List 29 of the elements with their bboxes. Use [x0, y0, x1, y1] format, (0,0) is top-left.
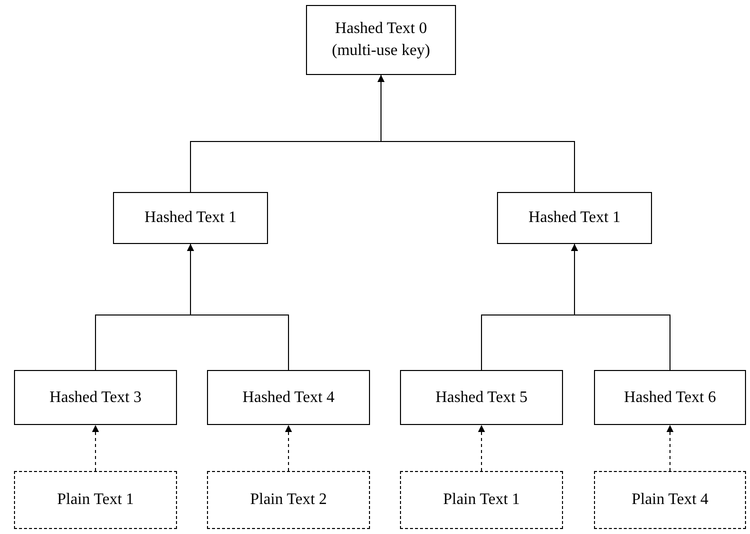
arrow — [571, 244, 670, 370]
node-label: Plain Text 2 — [250, 490, 327, 510]
arrow — [285, 424, 292, 472]
node-label: Hashed Text 3 — [50, 388, 142, 408]
node-label: Plain Text 1 — [443, 490, 520, 510]
hashed-text-box — [497, 192, 652, 244]
node-label: Hashed Text 1 — [144, 208, 236, 228]
arrow — [478, 424, 485, 472]
arrow — [378, 74, 575, 192]
node-label: Plain Text 1 — [57, 490, 134, 510]
node-label: Hashed Text 0 (multi-use key) — [330, 19, 432, 61]
plain-text-box — [400, 471, 563, 529]
arrow — [666, 424, 674, 472]
node-label: Plain Text 4 — [632, 490, 708, 510]
node-label: Hashed Text 4 — [242, 388, 334, 408]
node-label: Hashed Text 1 — [528, 208, 620, 228]
node-label: Hashed Text 5 — [436, 388, 528, 408]
hashed-text-box — [113, 192, 268, 244]
hashed-text-box — [14, 370, 177, 425]
plain-text-box — [594, 471, 746, 529]
plain-text-box — [207, 471, 370, 529]
hashed-text-box — [594, 370, 746, 425]
arrow — [92, 424, 99, 472]
hashed-text-box — [400, 370, 563, 425]
arrow — [187, 244, 289, 370]
plain-text-box — [14, 471, 177, 529]
node-label: Hashed Text 6 — [624, 388, 716, 408]
hashed-text-box — [306, 5, 456, 75]
hashed-text-box — [207, 370, 370, 425]
